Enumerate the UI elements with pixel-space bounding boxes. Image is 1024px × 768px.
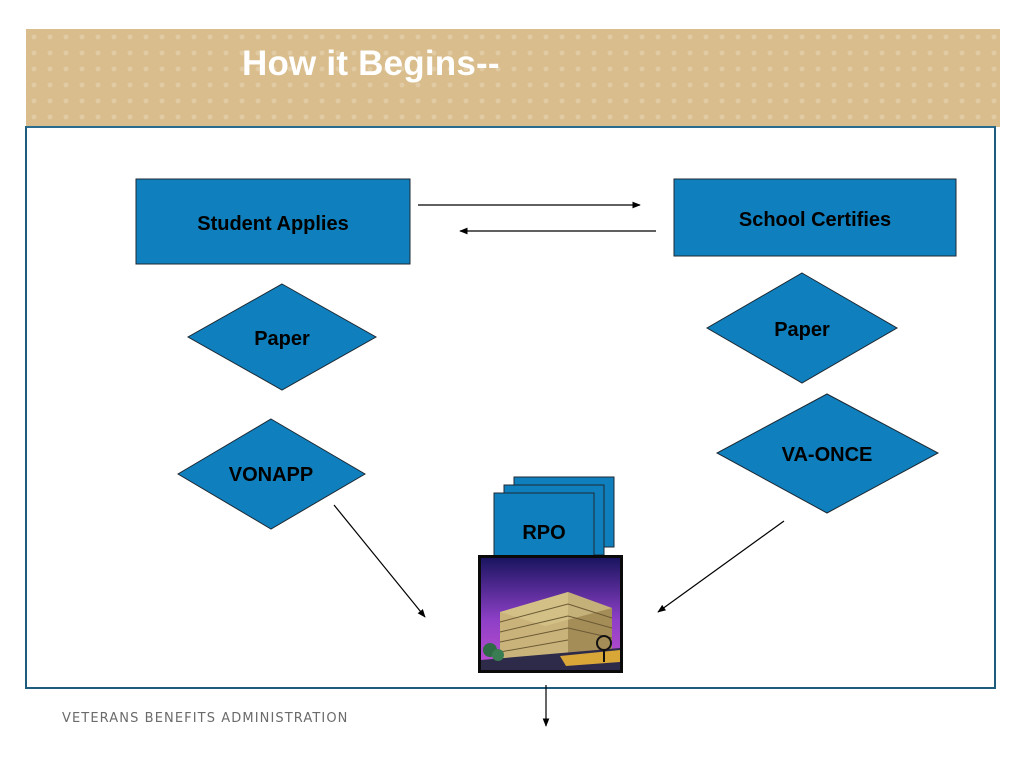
va-once-diamond: VA-ONCE	[715, 393, 940, 514]
school-paper-label: Paper	[774, 319, 830, 341]
office-building-image	[478, 555, 623, 673]
va-once-label: VA-ONCE	[782, 444, 873, 466]
title-banner	[26, 29, 1000, 127]
content-frame	[25, 126, 996, 689]
rpo-label: RPO	[522, 522, 565, 544]
student-applies-box: Student Applies	[135, 178, 411, 265]
vonapp-label: VONAPP	[229, 464, 313, 486]
footer-text: VETERANS BENEFITS ADMINISTRATION	[62, 711, 349, 726]
arrow-vonapp-to-rpo	[333, 504, 426, 618]
vonapp-diamond: VONAPP	[177, 418, 366, 530]
student-paper-label: Paper	[254, 328, 310, 350]
student-paper-diamond: Paper	[186, 283, 378, 391]
rpo-stack: RPO	[493, 476, 615, 564]
school-certifies-box: School Certifies	[673, 178, 957, 257]
school-certifies-label: School Certifies	[739, 209, 891, 231]
slide-title: How it Begins--	[242, 44, 500, 83]
arrow-vaonce-to-rpo	[657, 520, 785, 613]
school-paper-diamond: Paper	[706, 272, 898, 384]
student-applies-label: Student Applies	[197, 213, 348, 235]
